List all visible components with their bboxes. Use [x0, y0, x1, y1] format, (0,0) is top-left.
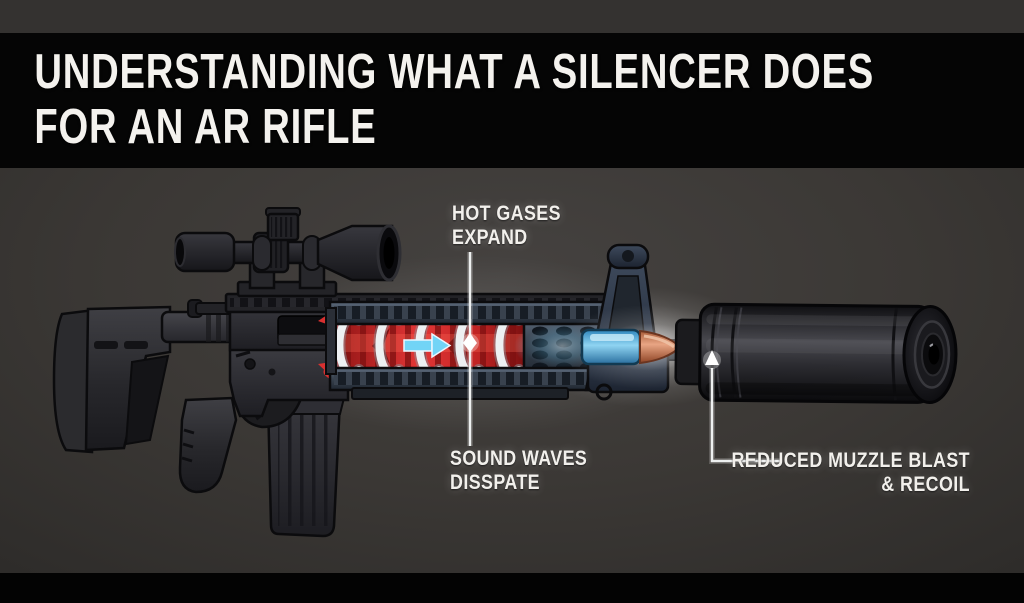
suppressor-bore	[928, 344, 940, 365]
pistol-grip	[178, 396, 238, 494]
flow-arrow-icon	[403, 332, 452, 359]
suppressor	[674, 302, 958, 405]
callout-muzzle-line2: & RECOIL	[881, 473, 970, 496]
leader-line-muzzle	[710, 368, 780, 463]
scope-ring-rear	[252, 235, 272, 271]
callout-sound-waves: SOUND WAVES DISSPATE	[450, 447, 611, 495]
callout-muzzle-line1: REDUCED MUZZLE BLAST	[731, 449, 970, 472]
bottom-bar	[0, 573, 1024, 603]
callout-sound-waves-line1: SOUND WAVES	[450, 447, 588, 470]
magazine	[260, 397, 346, 538]
page-title-line1: UNDERSTANDING WHAT A SILENCER DOES	[34, 45, 875, 99]
callout-muzzle: REDUCED MUZZLE BLAST & RECOIL	[650, 449, 970, 497]
leader-marker-diamond-icon	[463, 333, 477, 352]
page-title: UNDERSTANDING WHAT A SILENCER DOES FOR A…	[0, 33, 875, 155]
page-title-line2: FOR AN AR RIFLE	[34, 100, 377, 154]
scope	[174, 207, 402, 282]
rifle-stock	[52, 305, 172, 454]
top-strip	[0, 0, 1024, 33]
callout-hot-gases-line1: HOT GASES	[452, 202, 561, 225]
callout-sound-waves-line2: DISSPATE	[450, 471, 541, 494]
callout-hot-gases-line2: EXPAND	[452, 226, 528, 249]
suppressor-endcap	[902, 305, 958, 405]
lower-receiver	[228, 344, 350, 418]
buffer-tube	[160, 310, 248, 344]
leader-marker-arrow-icon	[705, 350, 719, 365]
callout-leaders	[461, 252, 780, 464]
sling-swivel	[595, 383, 613, 401]
title-band: UNDERSTANDING WHAT A SILENCER DOES FOR A…	[0, 33, 1024, 168]
callout-hot-gases: HOT GASES EXPAND	[452, 202, 580, 250]
